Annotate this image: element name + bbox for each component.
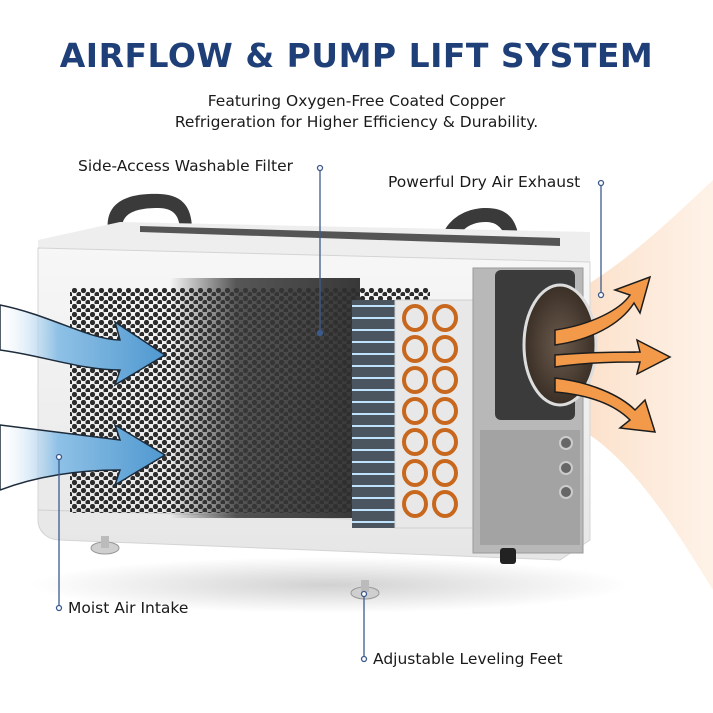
exhaust-fan-icon <box>522 283 598 407</box>
copper-coil-loop <box>402 459 428 487</box>
subtitle-line-1: Featuring Oxygen-Free Coated Copper <box>207 92 506 110</box>
exhaust-arrow-lower <box>554 377 657 433</box>
exhaust-glow <box>560 180 713 590</box>
ground-shadow <box>30 557 630 613</box>
copper-coil-loop <box>432 366 458 394</box>
pump-drain-port <box>500 548 516 564</box>
copper-coil-loop <box>402 366 428 394</box>
connector-icon <box>559 436 573 450</box>
copper-coil-loop <box>402 428 428 456</box>
copper-coil-loop <box>432 397 458 425</box>
copper-coil-loop <box>432 490 458 518</box>
copper-coil-loop <box>402 490 428 518</box>
copper-coil-loop <box>432 428 458 456</box>
feet-callout-dot <box>360 655 368 663</box>
subtitle-line-2: Refrigeration for Higher Efficiency & Du… <box>174 113 539 131</box>
intake-arrow-upper <box>0 304 167 387</box>
copper-coil-loop <box>432 304 458 332</box>
left-handle-icon <box>107 193 192 232</box>
copper-coil-loop <box>402 397 428 425</box>
callout-filter: Side-Access Washable Filter <box>78 157 293 175</box>
callout-feet: Adjustable Leveling Feet <box>373 650 563 668</box>
copper-coil <box>394 299 474 529</box>
copper-coil-loop <box>402 335 428 363</box>
evaporator-fins <box>352 300 402 528</box>
callout-intake: Moist Air Intake <box>68 599 189 617</box>
copper-coil-loop <box>402 304 428 332</box>
leveling-foot-icon <box>90 536 120 555</box>
filter-callout-dot <box>316 164 324 172</box>
copper-coil-loop <box>432 459 458 487</box>
exhaust-arrow-upper <box>554 275 652 346</box>
page-title: AIRFLOW & PUMP LIFT SYSTEM <box>59 36 654 75</box>
connector-icon <box>559 485 573 499</box>
subtitle: Featuring Oxygen-Free Coated Copper Refr… <box>0 91 713 133</box>
intake-callout-dot <box>55 604 63 612</box>
exhaust-callout-dot <box>597 179 605 187</box>
copper-coil-loop <box>432 335 458 363</box>
exhaust-arrow-middle <box>554 338 672 376</box>
washable-filter <box>170 278 360 518</box>
right-handle-icon <box>439 208 520 258</box>
intake-arrow-lower <box>0 423 167 491</box>
callout-exhaust: Powerful Dry Air Exhaust <box>388 173 581 191</box>
connector-icon <box>559 461 573 475</box>
